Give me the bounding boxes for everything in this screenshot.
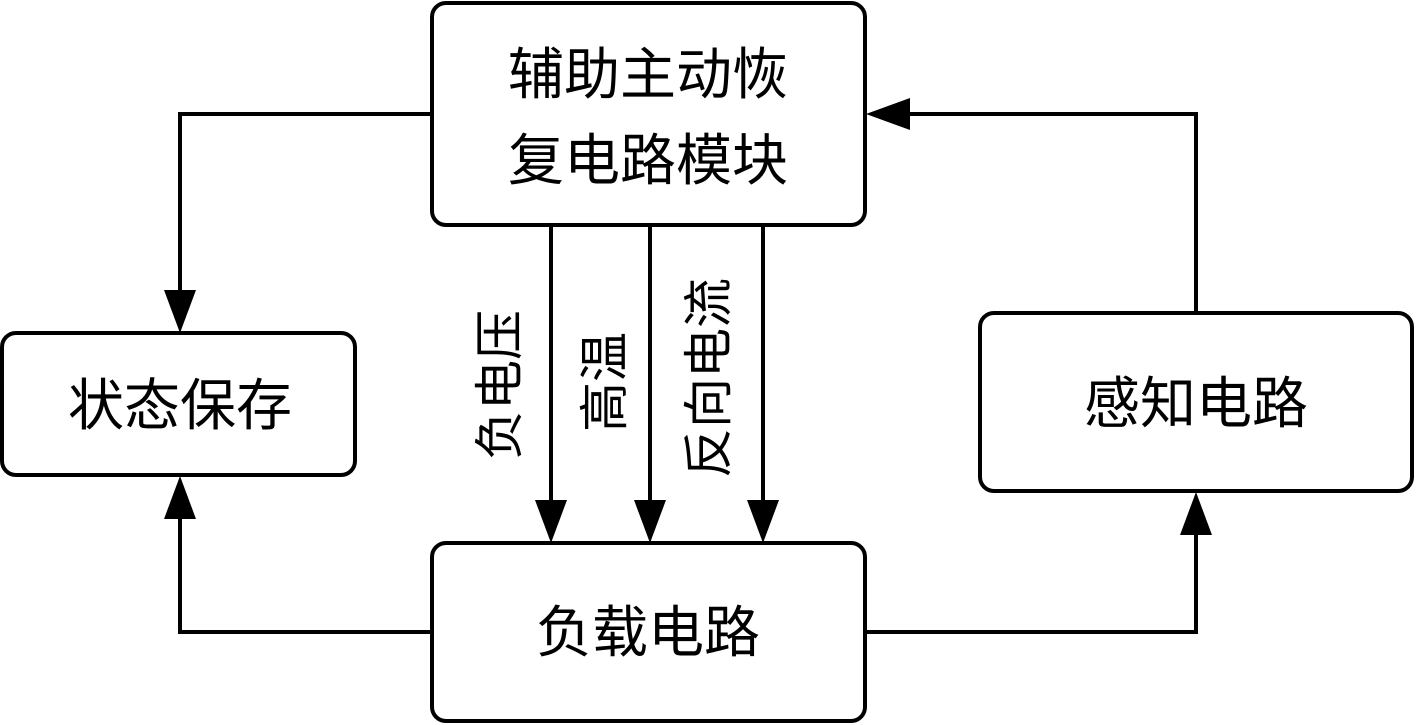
arrowhead-up xyxy=(164,476,196,519)
arrowhead-down xyxy=(634,500,666,543)
load-circuit-label: 负载电路 xyxy=(536,601,760,666)
arrowhead-down xyxy=(164,290,196,333)
aux-recovery-module-label-line2: 复电路模块 xyxy=(508,129,788,194)
arrowhead-up xyxy=(1180,492,1212,535)
edge-load-to-sensing xyxy=(865,492,1212,634)
arrowhead-down xyxy=(747,500,779,543)
aux-recovery-module-label-line1: 辅助主动恢 xyxy=(508,43,788,108)
edge-sensing-to-aux xyxy=(866,98,1198,313)
arrowhead-left xyxy=(866,98,910,130)
edge-negative-voltage xyxy=(535,226,567,543)
aux-recovery-module-box: 辅助主动恢 复电路模块 xyxy=(430,1,867,227)
edge-reverse-current xyxy=(747,226,779,543)
load-circuit-box: 负载电路 xyxy=(430,541,867,723)
label-high-temp: 高温 xyxy=(576,332,634,432)
label-reverse-current: 反向电流 xyxy=(680,278,738,478)
state-save-label: 状态保存 xyxy=(68,374,292,439)
edge-load-to-state-save xyxy=(164,476,432,634)
edge-high-temp xyxy=(634,226,666,543)
sensing-circuit-box: 感知电路 xyxy=(978,311,1414,493)
arrowhead-down xyxy=(535,500,567,543)
state-save-box: 状态保存 xyxy=(0,331,357,477)
sensing-circuit-label: 感知电路 xyxy=(1084,372,1308,437)
label-negative-voltage: 负电压 xyxy=(471,310,529,460)
edge-aux-to-state-save xyxy=(164,112,432,333)
